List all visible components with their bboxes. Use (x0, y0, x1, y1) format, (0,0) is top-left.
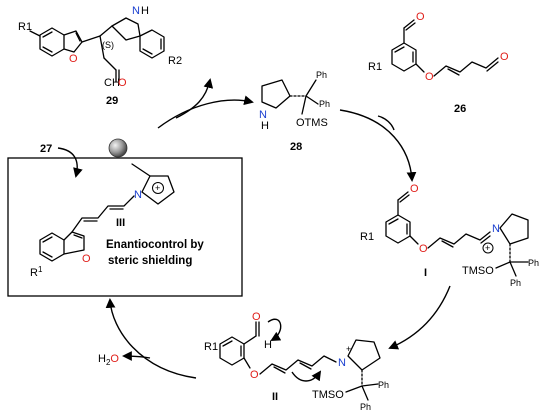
cycle-arrows (105, 78, 451, 379)
r1-label-I: R1 (360, 231, 374, 243)
ether-oxygen-I: O (419, 243, 428, 255)
phenyl-1-28: Ph (316, 70, 327, 80)
label-I: I (424, 267, 427, 279)
water-label: H2O (98, 353, 119, 367)
r1-label-III: R1 (30, 265, 43, 279)
tmso-II: TMSO (312, 389, 344, 401)
positive-charge-I (482, 242, 494, 254)
box-caption-line1: Enantiocontrol by (106, 239, 204, 251)
r1-label-29: R1 (18, 21, 32, 33)
svg-text:+: + (155, 183, 160, 193)
intermediate-I: O R1 O N + Ph Ph TMSO I (360, 183, 539, 288)
arrow-water-release (122, 351, 151, 361)
arrow-condensation (339, 109, 417, 182)
label-28: 28 (290, 141, 302, 153)
arrow-to-III (105, 298, 197, 379)
aldehyde-oxygen-2-26: O (500, 51, 509, 63)
iminium-n-II: N (338, 357, 346, 369)
label-II: II (272, 391, 278, 403)
iminium-n-I: N (492, 223, 500, 235)
benzofuran-oxygen-III: O (82, 253, 91, 265)
phenyl-2-28: Ph (319, 99, 330, 109)
phenyl-2-I: Ph (510, 278, 521, 288)
label-III: III (116, 217, 125, 229)
label-29: 29 (106, 95, 118, 107)
aldehyde-h-II: H (264, 339, 272, 351)
shielding-group-sphere (108, 138, 128, 158)
stereo-descriptor-29: (S) (102, 40, 114, 50)
arrow-to-II (388, 285, 451, 350)
benzofuran-oxygen-29: O (69, 53, 78, 65)
aldehyde-oxygen-I: O (410, 183, 419, 195)
r1-label-II: R1 (204, 341, 218, 353)
compound-29: O R1 (S) CH O N H R2 29 (18, 5, 182, 107)
phenyl-2-II: Ph (360, 402, 371, 412)
phenyl-1-I: Ph (528, 258, 539, 268)
ether-oxygen-II: O (250, 369, 259, 381)
svg-text:+: + (485, 243, 490, 253)
indole-n-29: N (132, 5, 140, 17)
svg-text:+: + (346, 344, 351, 354)
intermediate-II: R1 O H O N + Ph Ph TMSO II (204, 311, 389, 412)
tmso-I: TMSO (462, 265, 494, 277)
label-27: 27 (40, 143, 52, 155)
otms-28: OTMS (296, 117, 328, 129)
ether-oxygen-26: O (425, 71, 434, 83)
positive-charge-III (152, 182, 164, 194)
arrow-26-entry (377, 115, 395, 131)
indole-h-29: H (141, 5, 149, 17)
box-caption-line2: steric shielding (108, 255, 192, 267)
catalyst-n-28: N (259, 109, 267, 121)
phenyl-1-II: Ph (378, 380, 389, 390)
compound-28: N H Ph Ph OTMS 28 (259, 70, 330, 153)
intermediate-III-box: O R1 N + III Enantiocontrol by steric sh… (7, 138, 243, 297)
aldehyde-oxygen-26: O (416, 11, 425, 23)
water-byproduct: H2O (98, 353, 119, 367)
r2-label-29: R2 (168, 55, 182, 67)
catalyst-h-28: H (261, 120, 269, 132)
label-26: 26 (454, 103, 466, 115)
aldehyde-oxygen-29: O (118, 77, 127, 89)
arrow-to-product-29 (175, 78, 214, 119)
aldehyde-ch-29: CH (104, 77, 120, 89)
r1-label-26: R1 (368, 61, 382, 73)
carbonyl-oxygen-II: O (252, 311, 261, 323)
shielding-box (7, 157, 243, 297)
iminium-n-III: N (134, 189, 142, 201)
compound-26: O R1 O O 26 (368, 11, 509, 115)
arrow-catalyst-release (157, 95, 254, 129)
